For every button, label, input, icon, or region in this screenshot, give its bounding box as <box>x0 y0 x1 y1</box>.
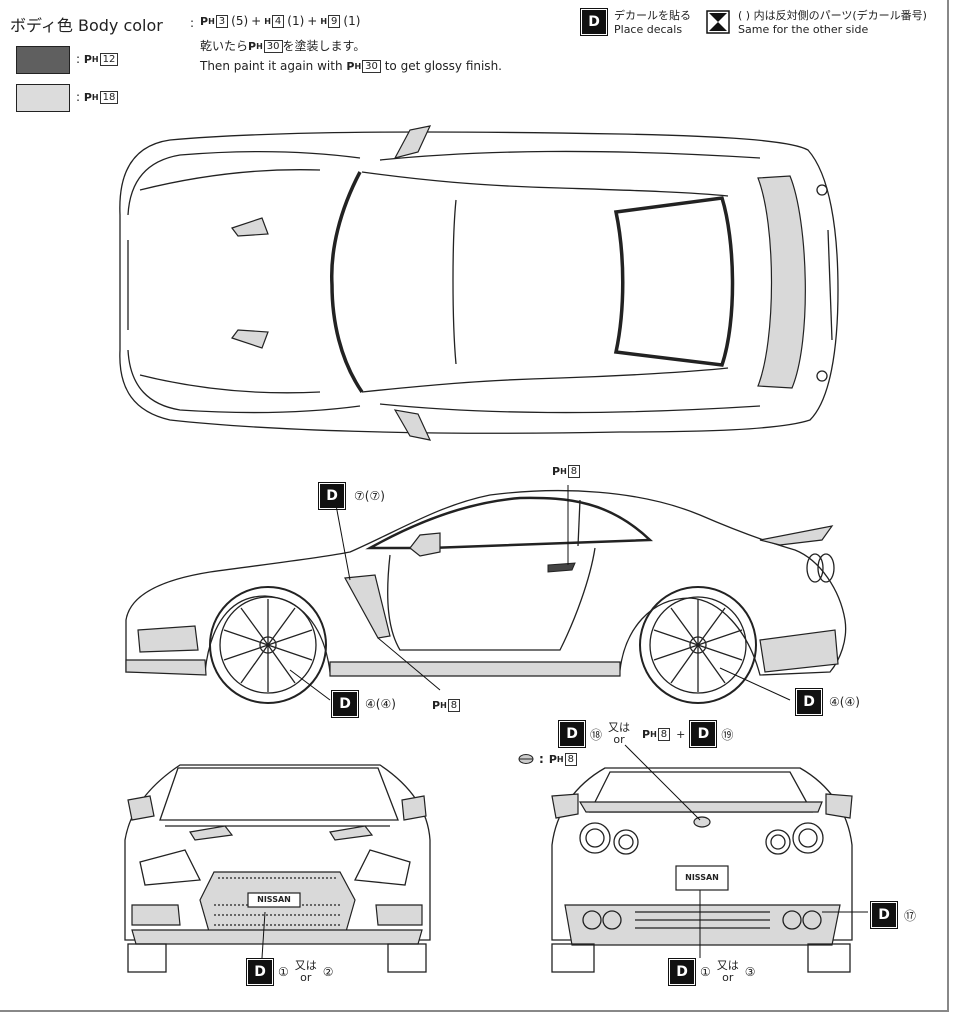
decal-icon: D <box>246 958 274 986</box>
decal-icon: D <box>795 688 823 716</box>
decal-icon: D <box>331 690 359 718</box>
front-plate-frame <box>247 892 301 908</box>
page-border <box>0 0 949 1012</box>
callout-rear-wheel: D ④(④) <box>795 688 860 716</box>
car-side-view <box>125 485 847 704</box>
decal-icon: D <box>318 482 346 510</box>
decal-icon: D <box>668 958 696 986</box>
swatch-light-gray <box>16 84 70 112</box>
decal-legend-icon: D <box>580 8 608 36</box>
ratio-2: (1) <box>287 14 305 28</box>
decal-icon: D <box>689 720 718 748</box>
car-front-view <box>124 764 431 973</box>
decal-legend-text: デカールを貼る Place decals <box>614 9 691 36</box>
colon: : <box>190 16 195 30</box>
callout-rear-plate: D ① 又は or ③ <box>668 958 756 986</box>
mirror-legend-text: ( ) 内は反対側のパーツ(デカール番号) Same for the other… <box>738 9 927 36</box>
rear-plate-frame <box>675 865 729 891</box>
mirror-legend-icon <box>706 10 732 40</box>
front-wheel-spokes <box>223 599 313 692</box>
callout-rear-exhaust: D ⑰ <box>870 901 916 929</box>
ratio-1: (5) <box>231 14 249 28</box>
plus-1: + <box>251 14 262 28</box>
callout-side-top: D ⑦(⑦) <box>318 482 385 510</box>
callout-front-wheel: D ④(④) <box>331 690 396 718</box>
car-rear-view <box>551 744 868 973</box>
emblem-icon <box>518 754 534 764</box>
car-top-view <box>119 125 839 441</box>
plus-2: + <box>307 14 318 28</box>
front-plate: NISSAN <box>257 895 291 904</box>
decal-icon: D <box>870 901 898 929</box>
decal-icon: D <box>558 720 586 748</box>
rear-plate: NISSAN <box>685 873 719 882</box>
ratio-3: (1) <box>343 14 361 28</box>
body-color-title: ボディ色 Body color <box>10 16 163 35</box>
rear-wheel-spokes <box>653 599 743 692</box>
callout-front-plate: D ① 又は or ② <box>246 958 334 986</box>
swatch-dark-gray <box>16 46 70 74</box>
